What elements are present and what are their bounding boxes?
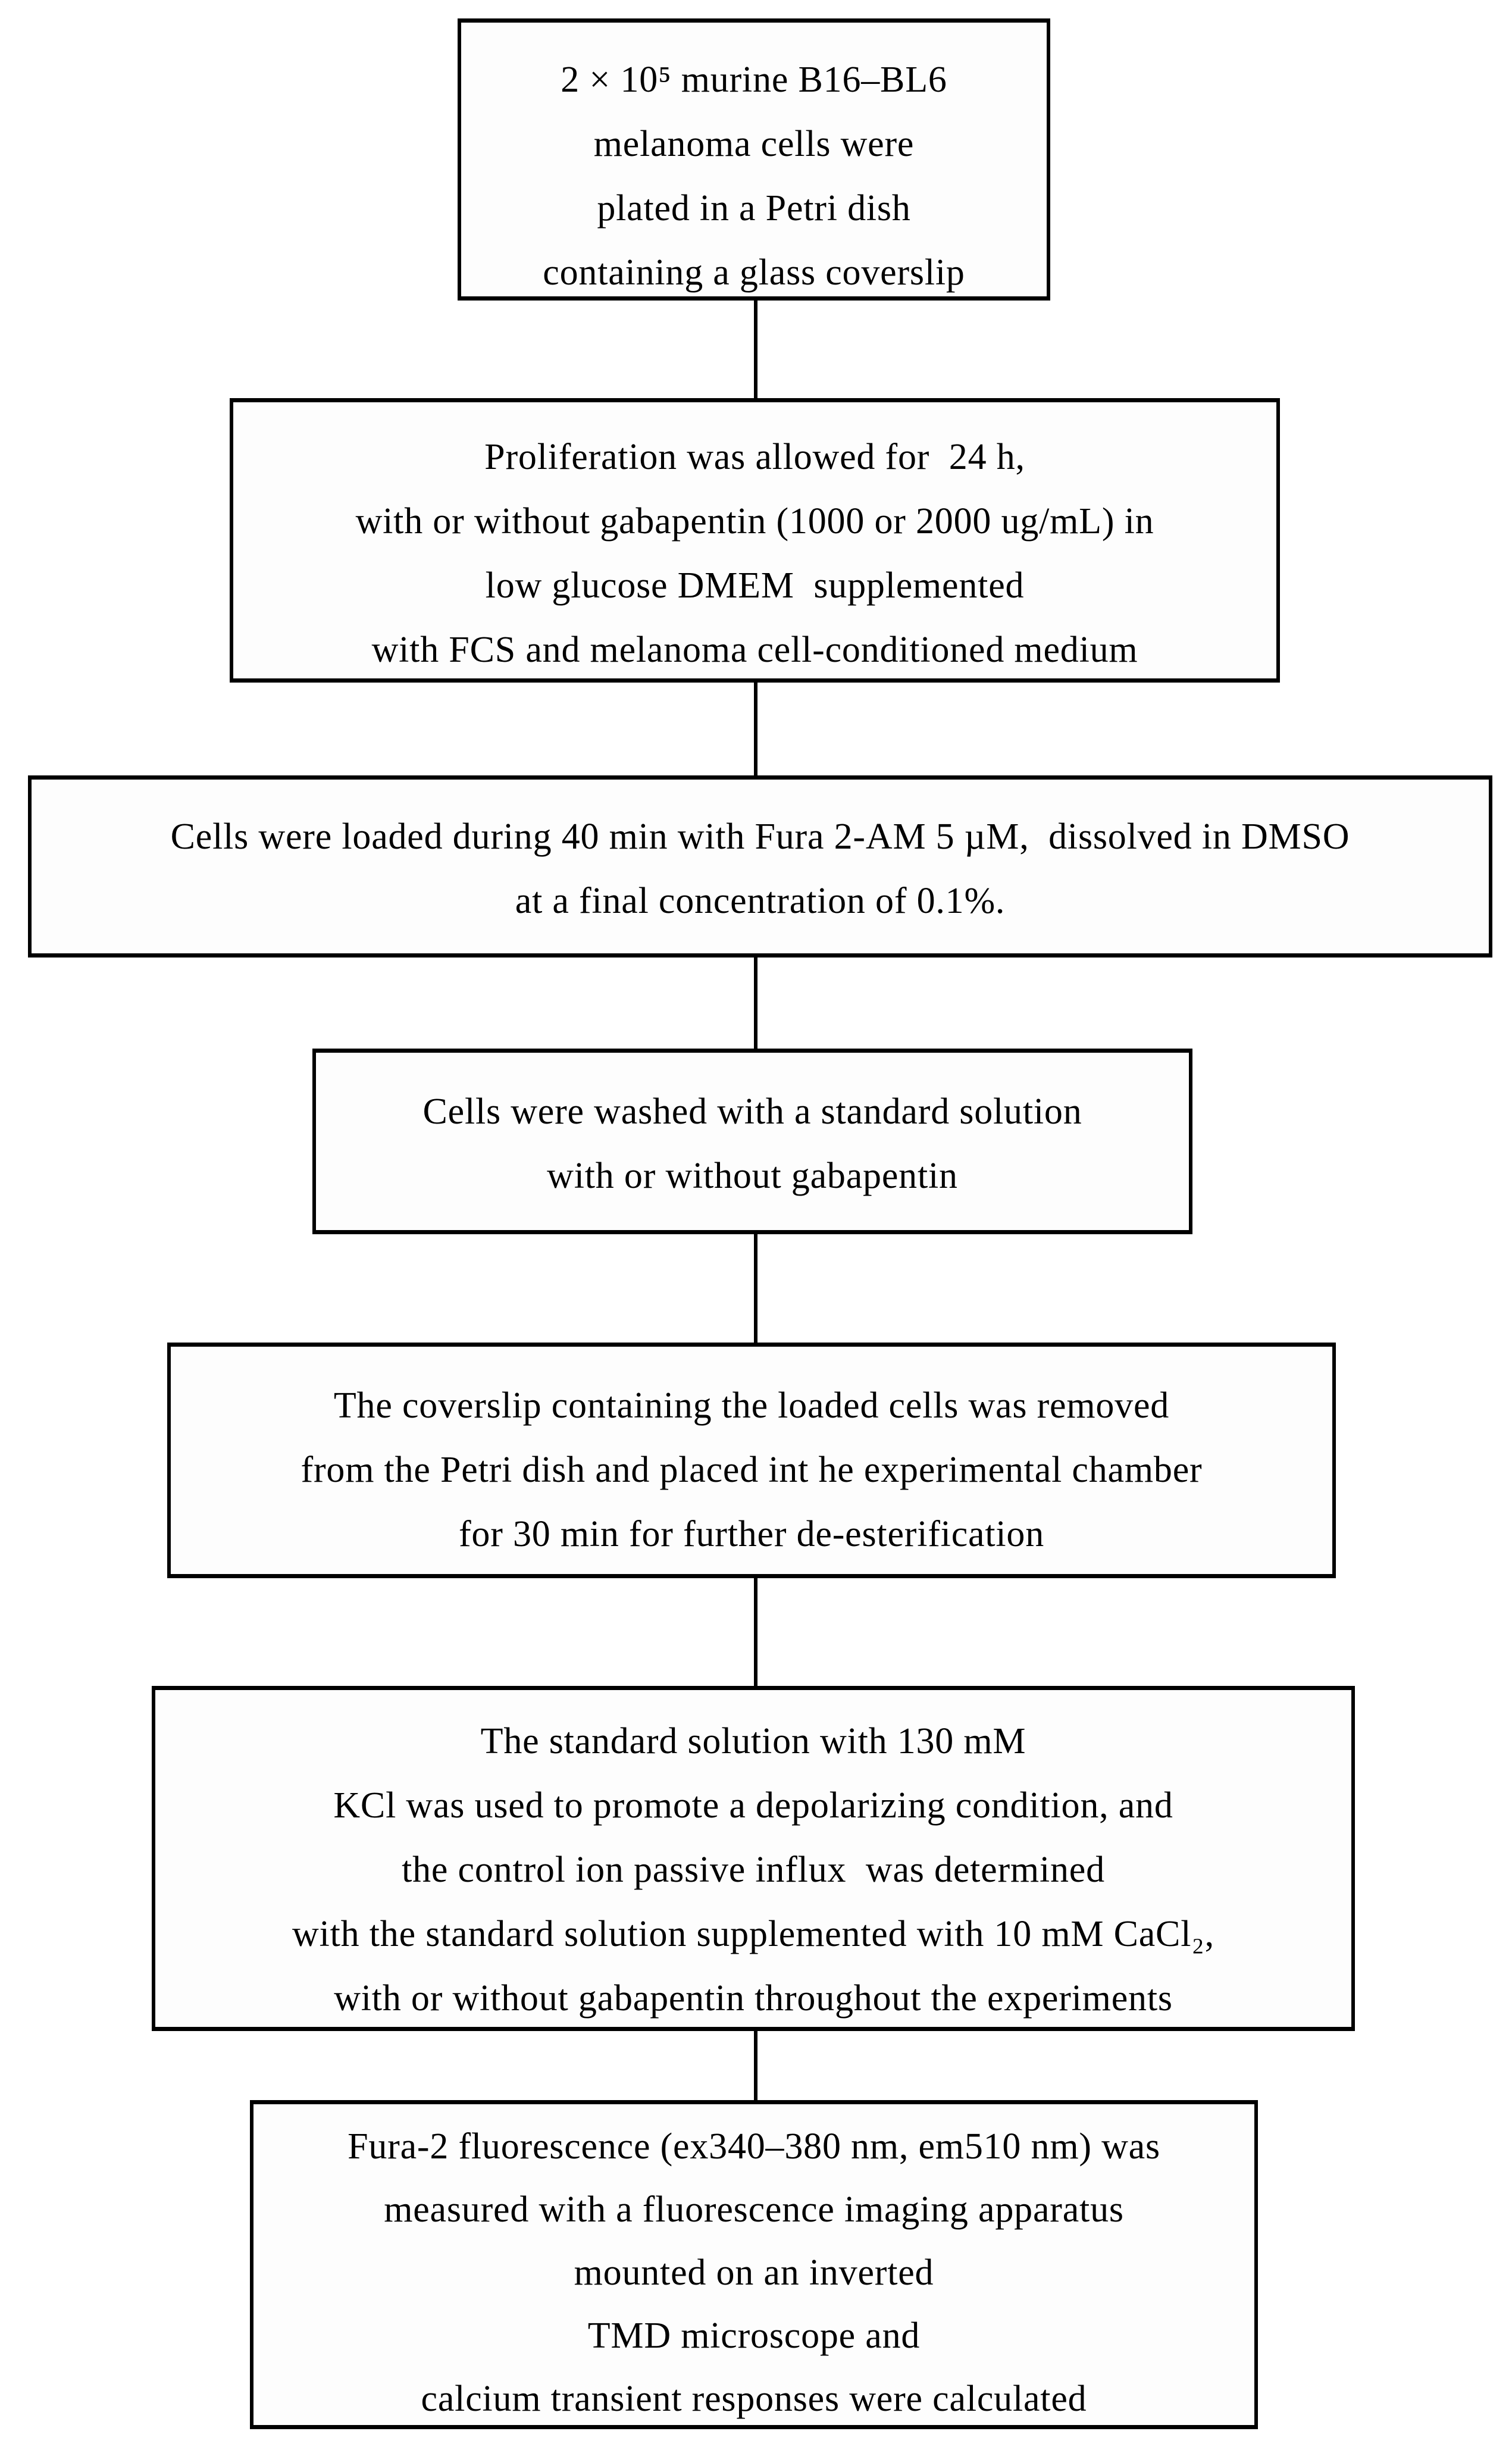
connector-line [754,958,757,1049]
step-coverslip-transfer-text: The coverslip containing the loaded cell… [300,1385,1203,1554]
step-depolarization: The standard solution with 130 mM KCl wa… [152,1686,1355,2031]
connector-line [754,683,757,775]
step-cell-plating: 2 × 10⁵ murine B16–BL6 melanoma cells we… [458,18,1050,301]
step-depolarization-text: The standard solution with 130 mM KCl wa… [292,1721,1214,2019]
step-washing: Cells were washed with a standard soluti… [312,1049,1192,1234]
step-fura2-loading-text: Cells were loaded during 40 min with Fur… [170,816,1350,921]
step-cell-plating-text: 2 × 10⁵ murine B16–BL6 melanoma cells we… [543,60,965,293]
step-proliferation: Proliferation was allowed for 24 h, with… [230,398,1280,683]
step-proliferation-text: Proliferation was allowed for 24 h, with… [355,437,1154,670]
connector-line [754,1578,757,1686]
step-fura2-loading: Cells were loaded during 40 min with Fur… [28,775,1492,958]
connector-line [754,301,757,398]
step-coverslip-transfer: The coverslip containing the loaded cell… [167,1343,1336,1578]
step-fluorescence-measurement: Fura-2 fluorescence (ex340–380 nm, em510… [250,2100,1258,2429]
step-fluorescence-measurement-text: Fura-2 fluorescence (ex340–380 nm, em510… [348,2126,1160,2419]
connector-line [754,2031,757,2100]
connector-line [754,1234,757,1343]
step-washing-text: Cells were washed with a standard soluti… [422,1091,1082,1196]
